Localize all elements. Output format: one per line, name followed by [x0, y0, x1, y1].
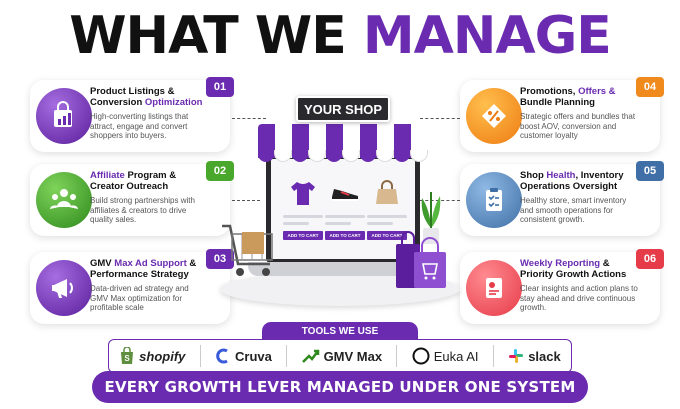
card-title: GMV Max Ad Support & Performance Strateg…	[90, 258, 197, 280]
cruva-logo-icon	[216, 348, 228, 364]
connector-line	[232, 118, 266, 119]
product-line	[367, 222, 393, 225]
tool-separator	[286, 345, 288, 367]
card-number-badge: 04	[636, 77, 664, 97]
service-card-01: 01 Product Listings & Conversion Optimiz…	[30, 77, 234, 152]
tool-separator	[396, 345, 398, 367]
card-description: High-converting listings that attract, e…	[90, 112, 189, 140]
card-description: Build strong partnerships with affiliate…	[90, 196, 195, 224]
add-to-cart-button[interactable]: ADD TO CART	[325, 231, 365, 240]
card-number-badge: 03	[206, 249, 234, 269]
people-network-icon	[36, 172, 92, 228]
title-part-2: MANAGE	[362, 6, 612, 66]
add-to-cart-button[interactable]: ADD TO CART	[367, 231, 407, 240]
tools-bar: S shopify Cruva GMV Max Euka AI slack	[108, 339, 572, 373]
card-title: Affiliate Program & Creator Outreach	[90, 170, 177, 192]
service-card-04: 04 Promotions, Offers & Bundle Planning …	[460, 77, 664, 152]
clipboard-checklist-icon	[466, 172, 522, 228]
card-title: Shop Health, Inventory Operations Oversi…	[520, 170, 624, 192]
product-line	[283, 222, 309, 225]
handbag-icon	[367, 175, 407, 211]
connector-line	[232, 200, 260, 201]
tool-gmv-max: GMV Max	[296, 345, 389, 367]
service-card-02: 02 Affiliate Program & Creator Outreach …	[30, 161, 234, 236]
card-description: Healthy store, smart inventory and smoot…	[520, 196, 627, 224]
shop-sign: YOUR SHOP	[296, 96, 390, 122]
title-part-1: WHAT WE	[69, 6, 347, 66]
shopping-bags-icon	[396, 231, 446, 288]
card-description: Data-driven ad strategy and GMV Max opti…	[90, 284, 189, 312]
card-title: Promotions, Offers & Bundle Planning	[520, 86, 616, 108]
footer-banner: EVERY GROWTH LEVER MANAGED UNDER ONE SYS…	[92, 371, 588, 403]
product-sneaker: ADD TO CART	[325, 175, 365, 249]
percent-tag-icon	[466, 88, 522, 144]
product-line	[325, 215, 365, 218]
product-line	[367, 215, 407, 218]
product-tshirt: ADD TO CART	[283, 175, 323, 249]
connector-line	[420, 118, 460, 119]
sneaker-icon	[325, 175, 365, 211]
tool-euka-ai: Euka AI	[406, 345, 485, 367]
tool-separator	[199, 345, 201, 367]
product-handbag: ADD TO CART	[367, 175, 407, 249]
page-title: WHAT WE MANAGE	[0, 4, 680, 68]
service-card-06: 06 Weekly Reporting & Priority Growth Ac…	[460, 249, 664, 324]
slack-logo-icon	[509, 349, 524, 363]
card-description: Clear insights and action plans to stay …	[520, 284, 638, 312]
growth-arrow-icon	[301, 349, 319, 363]
service-card-05: 05 Shop Health, Inventory Operations Ove…	[460, 161, 664, 236]
laptop-base	[248, 262, 438, 276]
tools-label: TOOLS WE USE	[262, 322, 418, 340]
shop-window: ADD TO CART ADD TO CART ADD TO CART	[271, 159, 415, 259]
card-title: Product Listings & Conversion Optimizati…	[90, 86, 203, 108]
tool-slack: slack	[502, 345, 567, 367]
card-number-badge: 05	[636, 161, 664, 181]
product-line	[325, 222, 351, 225]
card-title: Weekly Reporting & Priority Growth Actio…	[520, 258, 627, 280]
shopping-cart-icon	[222, 224, 273, 276]
report-chart-icon	[466, 260, 522, 316]
card-number-badge: 06	[636, 249, 664, 269]
tool-shopify: S shopify	[113, 345, 191, 367]
service-card-03: 03 GMV Max Ad Support & Performance Stra…	[30, 249, 234, 324]
awning-scallop	[258, 150, 428, 162]
add-to-cart-button[interactable]: ADD TO CART	[283, 231, 323, 240]
shopping-bag-chart-icon	[36, 88, 92, 144]
shopify-bag-icon: S	[121, 347, 134, 364]
tool-separator	[492, 345, 494, 367]
card-number-badge: 02	[206, 161, 234, 181]
product-line	[283, 215, 323, 218]
tool-cruva: Cruva	[209, 345, 278, 367]
card-description: Strategic offers and bundles that boost …	[520, 112, 636, 140]
card-number-badge: 01	[206, 77, 234, 97]
euka-circle-icon	[412, 347, 430, 365]
svg-text:S: S	[124, 354, 130, 363]
megaphone-icon	[36, 260, 92, 316]
tshirt-icon	[283, 175, 323, 211]
laptop-screen: ADD TO CART ADD TO CART ADD TO CART	[266, 154, 420, 264]
